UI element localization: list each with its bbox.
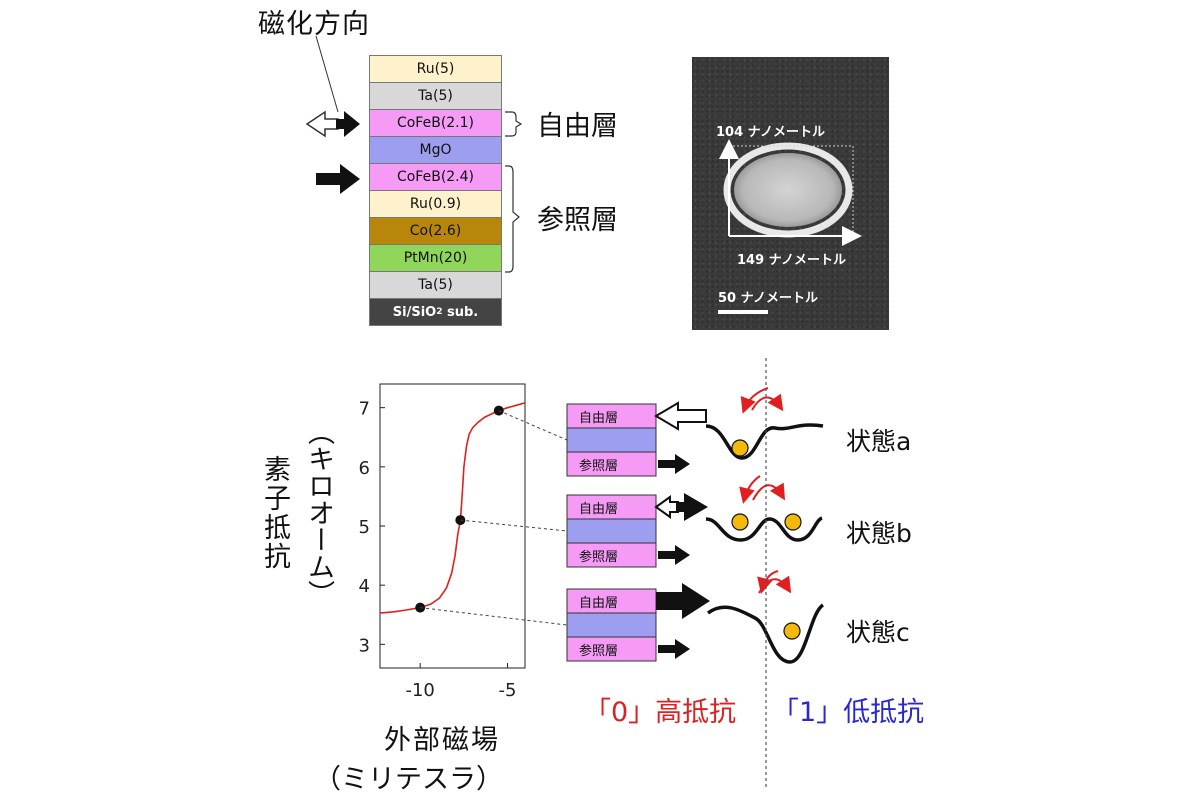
reference-layer-label: 参照層 (537, 205, 618, 236)
stack-layer-label: Ta(5) (418, 277, 453, 293)
device-barrier-layer (566, 518, 657, 544)
x-axis: -10 -5 (405, 663, 517, 701)
stack-layer-label: Si/SiO (392, 304, 437, 320)
device-reference-label: 参照層 (579, 644, 619, 659)
chart-frame (379, 383, 526, 669)
stack-layer-label: Co(2.6) (409, 223, 462, 239)
x-tick-label: -10 (405, 680, 434, 701)
stack-layer-label: Ru(5) (416, 61, 455, 77)
stack-layer: MgO (369, 136, 502, 164)
switch-arrow-icon (740, 387, 769, 414)
substrate-suffix: sub. (442, 304, 479, 320)
width-label: 149 ナノメートル (737, 253, 847, 268)
stack-layer: CoFeB(2.4) (369, 163, 502, 191)
free-layer-arrow-left-icon (305, 110, 339, 138)
sem-micrograph: 104 ナノメートル 149 ナノメートル 50 ナノメートル (692, 57, 889, 330)
pillar-rim (723, 142, 853, 238)
device-free-label: 自由層 (579, 596, 619, 611)
reference-arrow-icon (658, 545, 690, 565)
free-arrow-left-icon (654, 401, 707, 431)
state-b-label: 状態b (846, 519, 912, 548)
device-reference-layer (566, 451, 657, 477)
device-barrier-layer (566, 427, 657, 453)
energy-landscape (705, 516, 823, 542)
height-label: 104 ナノメートル (716, 125, 826, 140)
free-arrow-left-icon (654, 495, 679, 519)
stack-layer: PtMn(20) (369, 244, 502, 272)
device-free-layer (566, 494, 657, 520)
free-layer-label: 自由層 (537, 111, 618, 142)
reference-layer-arrow-icon (316, 164, 360, 194)
stack-layer: Ru(5) (369, 55, 502, 83)
leader-line (420, 607, 568, 626)
bit-one-label: 「1」低抵抗 (772, 697, 925, 728)
y-tick-label: 6 (359, 458, 370, 479)
reference-arrow-icon (658, 639, 690, 659)
reference-arrow-icon (658, 454, 690, 474)
state-c-label: 状態c (846, 618, 910, 647)
free-layer-arrow-right-icon (336, 111, 360, 137)
device-reference-label: 参照層 (579, 550, 619, 565)
x-axis-unit: （ミリテスラ） (314, 764, 503, 795)
leader-line (498, 410, 568, 441)
state-schemes (566, 387, 825, 664)
x-axis-label: 外部磁場 (384, 725, 500, 756)
stack-layer-label: Ru(0.9) (409, 196, 462, 212)
switch-arrow-icon (752, 482, 786, 501)
y-tick-label: 3 (359, 635, 370, 656)
state-a-label: 状態a (846, 427, 912, 456)
reference-layer-bracket (505, 165, 520, 273)
stack-layer-label: CoFeB(2.1) (396, 115, 475, 131)
stack-arrows (305, 35, 523, 273)
device-free-layer (566, 588, 657, 614)
y-axis: 3 4 5 6 7 (359, 399, 385, 656)
switch-arrow-icon (739, 475, 761, 504)
stack-layer: Ta(5) (369, 271, 502, 299)
device-free-layer (566, 403, 657, 429)
leader-line (460, 519, 568, 532)
device-reference-layer (566, 636, 657, 662)
device-barrier-layer (566, 612, 657, 638)
title-leader-line (315, 35, 339, 113)
resistance-curve (379, 402, 526, 614)
state-ball (731, 439, 749, 457)
x-tick-label: -5 (499, 680, 517, 701)
free-layer-bracket (505, 111, 523, 137)
state-ball (783, 622, 801, 640)
stack-layer-label: PtMn(20) (403, 250, 468, 266)
leader-lines (420, 410, 568, 626)
device-reference-label: 参照層 (579, 459, 619, 474)
stack-layer-label: CoFeB(2.4) (396, 169, 475, 185)
y-axis-unit: （キロオーム） (303, 418, 334, 607)
micrograph-drawing (718, 139, 862, 314)
energy-landscape (706, 603, 825, 664)
state-ball (784, 513, 802, 531)
device-reference-layer (566, 542, 657, 568)
bit-zero-label: 「0」高抵抗 (584, 697, 737, 728)
device-free-label: 自由層 (579, 411, 619, 426)
y-axis-label: 素子抵抗 (259, 455, 290, 571)
switch-arrow-icon (757, 570, 779, 594)
stack-layer: Ru(0.9) (369, 190, 502, 218)
energy-landscape (705, 423, 824, 460)
stack-layer: Co(2.6) (369, 217, 502, 245)
scale-label: 50 ナノメートル (718, 291, 818, 306)
device-free-label: 自由層 (579, 502, 619, 517)
scale-bar (718, 310, 768, 314)
y-tick-label: 7 (359, 399, 370, 420)
substrate-subscript: 2 (436, 307, 443, 317)
magnetization-direction-label: 磁化方向 (258, 9, 370, 40)
free-arrow-right-icon (676, 493, 708, 521)
free-arrow-right-icon (656, 583, 710, 619)
stack-layer-label: Ta(5) (418, 88, 453, 104)
y-tick-label: 5 (359, 517, 370, 538)
pillar-top (734, 153, 842, 227)
stack-layer: CoFeB(2.1) (369, 109, 502, 137)
stack-layer-label: MgO (419, 142, 452, 158)
state-points (415, 405, 504, 613)
state-ball (731, 513, 749, 531)
y-tick-label: 4 (359, 576, 370, 597)
